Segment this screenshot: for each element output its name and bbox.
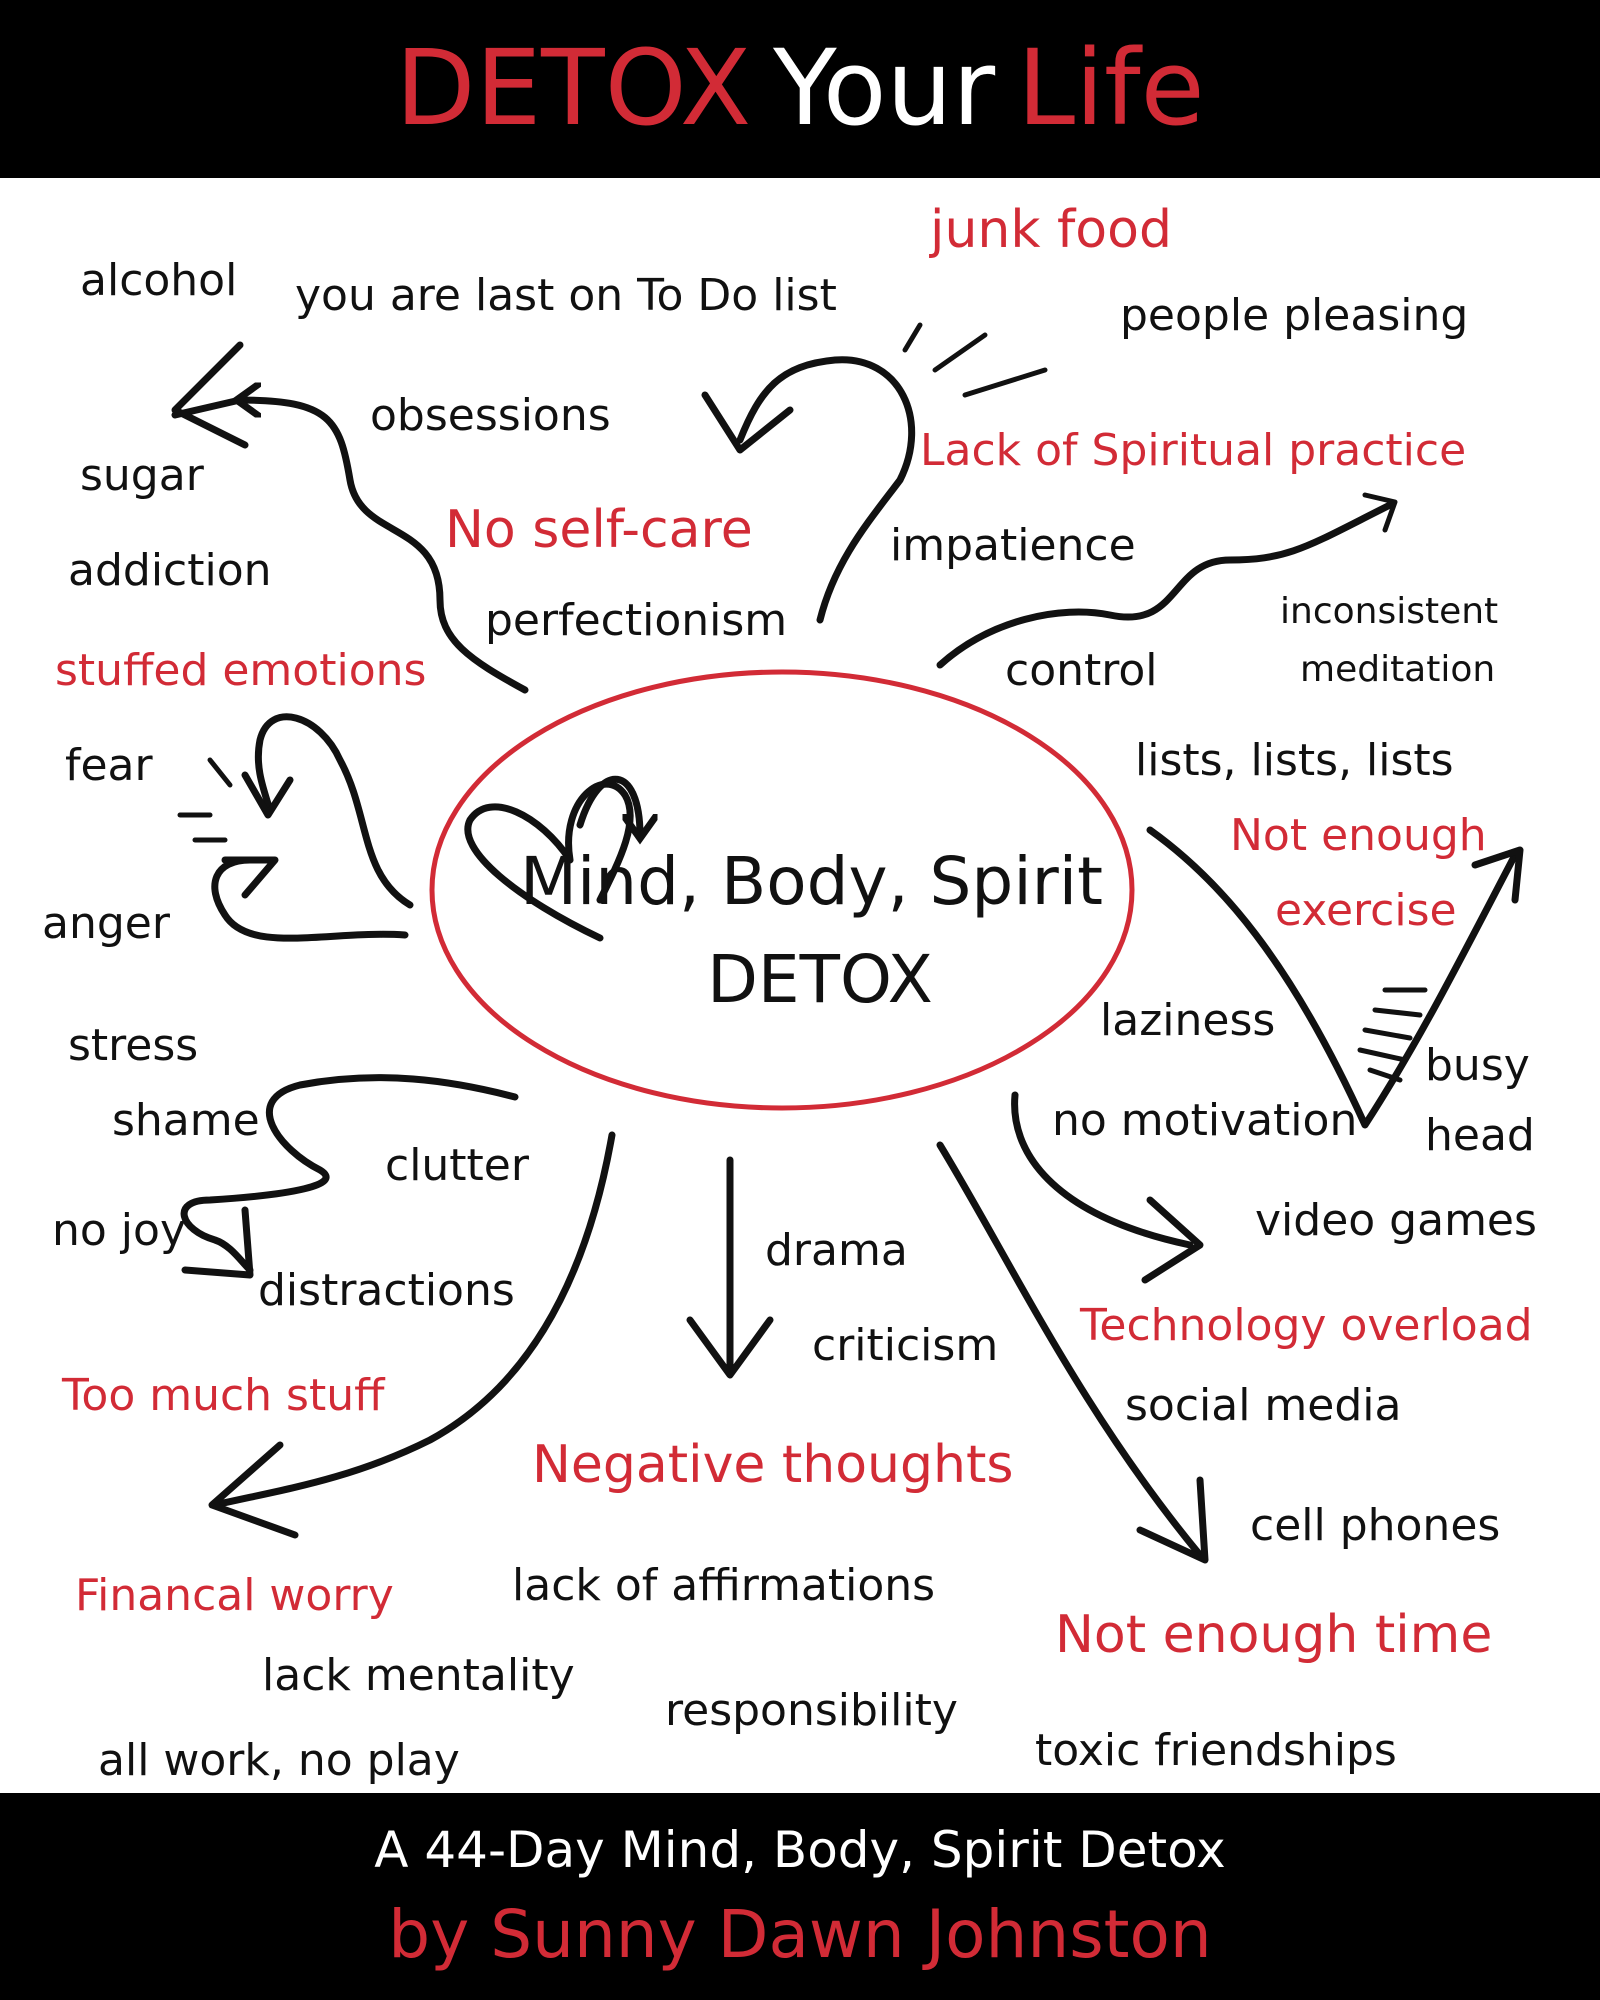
word-lists: lists, lists, lists	[1135, 735, 1454, 786]
word-head: head	[1425, 1110, 1535, 1161]
arrow-right-down	[936, 1141, 1204, 1559]
center-title-line2: DETOX	[707, 941, 933, 1018]
word-people-pleasing: people pleasing	[1120, 290, 1469, 341]
word-criticism: criticism	[812, 1320, 999, 1371]
word-no-motivation: no motivation	[1052, 1095, 1358, 1146]
footer-subtitle: A 44-Day Mind, Body, Spirit Detox	[374, 1821, 1226, 1879]
word-video-games: video games	[1255, 1195, 1537, 1246]
title-your: Your	[773, 27, 996, 149]
arrow-left-loop	[254, 713, 414, 909]
word-no-joy: no joy	[52, 1205, 186, 1256]
word-lack-mentality: lack mentality	[262, 1650, 575, 1701]
arrow-left-long	[211, 1131, 616, 1509]
heart-arrow	[576, 775, 640, 835]
word-not-enough-1: Not enough	[1230, 810, 1487, 861]
word-no-self-care: No self-care	[445, 500, 753, 560]
word-not-enough-2: exercise	[1275, 885, 1457, 936]
word-obsessions: obsessions	[370, 390, 611, 441]
word-stress: stress	[68, 1020, 199, 1071]
arrow-right-up	[936, 501, 1394, 669]
word-junk-food: junk food	[930, 200, 1172, 260]
word-financial-worry: Financal worry	[75, 1570, 394, 1621]
word-impatience: impatience	[890, 520, 1136, 571]
word-toxic-friendships: toxic friendships	[1035, 1725, 1397, 1776]
word-cell-phones: cell phones	[1250, 1500, 1501, 1551]
center-title-line1: Mind, Body, Spirit	[520, 843, 1104, 920]
word-responsibility: responsibility	[665, 1685, 958, 1736]
word-control: control	[1005, 645, 1158, 696]
title-detox: DETOX	[395, 27, 752, 149]
word-laziness: laziness	[1100, 995, 1276, 1046]
footer-band	[0, 1793, 1600, 2000]
word-distractions: distractions	[258, 1265, 515, 1316]
word-all-work: all work, no play	[98, 1735, 460, 1786]
word-meditation: meditation	[1300, 649, 1496, 690]
word-lack-spiritual: Lack of Spiritual practice	[920, 425, 1467, 476]
word-alcohol: alcohol	[80, 255, 238, 306]
word-fear: fear	[65, 740, 153, 791]
arrow-right-curve	[1011, 1091, 1194, 1249]
word-busy: busy	[1425, 1040, 1530, 1091]
arrow-top-swirl	[736, 356, 916, 624]
word-social-media: social media	[1125, 1380, 1402, 1431]
word-inconsistent: inconsistent	[1280, 591, 1499, 632]
word-too-much-stuff: Too much stuff	[62, 1370, 385, 1421]
heart-icon	[464, 780, 634, 942]
header-band	[0, 0, 1600, 178]
center-ellipse	[429, 669, 1135, 1111]
title-life: Life	[1017, 27, 1205, 149]
arrow-left-squiggle	[180, 1074, 519, 1274]
word-last-on-list: you are last on To Do list	[295, 270, 837, 321]
word-stuffed-emotions: stuffed emotions	[55, 645, 427, 696]
word-not-enough-time: Not enough time	[1055, 1605, 1493, 1665]
arrow-top-left	[240, 400, 529, 694]
word-addiction: addiction	[68, 545, 272, 596]
word-technology-overload: Technology overload	[1080, 1300, 1533, 1351]
word-clutter: clutter	[385, 1140, 529, 1191]
word-drama: drama	[765, 1225, 908, 1276]
word-lack-affirmations: lack of affirmations	[512, 1560, 936, 1611]
word-anger: anger	[42, 898, 170, 949]
word-shame: shame	[112, 1095, 260, 1146]
footer-author: by Sunny Dawn Johnston	[388, 1896, 1212, 1973]
word-negative-thoughts: Negative thoughts	[532, 1435, 1014, 1495]
word-perfectionism: perfectionism	[485, 595, 788, 646]
word-sugar: sugar	[80, 450, 204, 501]
arrow-check	[1146, 826, 1519, 1129]
